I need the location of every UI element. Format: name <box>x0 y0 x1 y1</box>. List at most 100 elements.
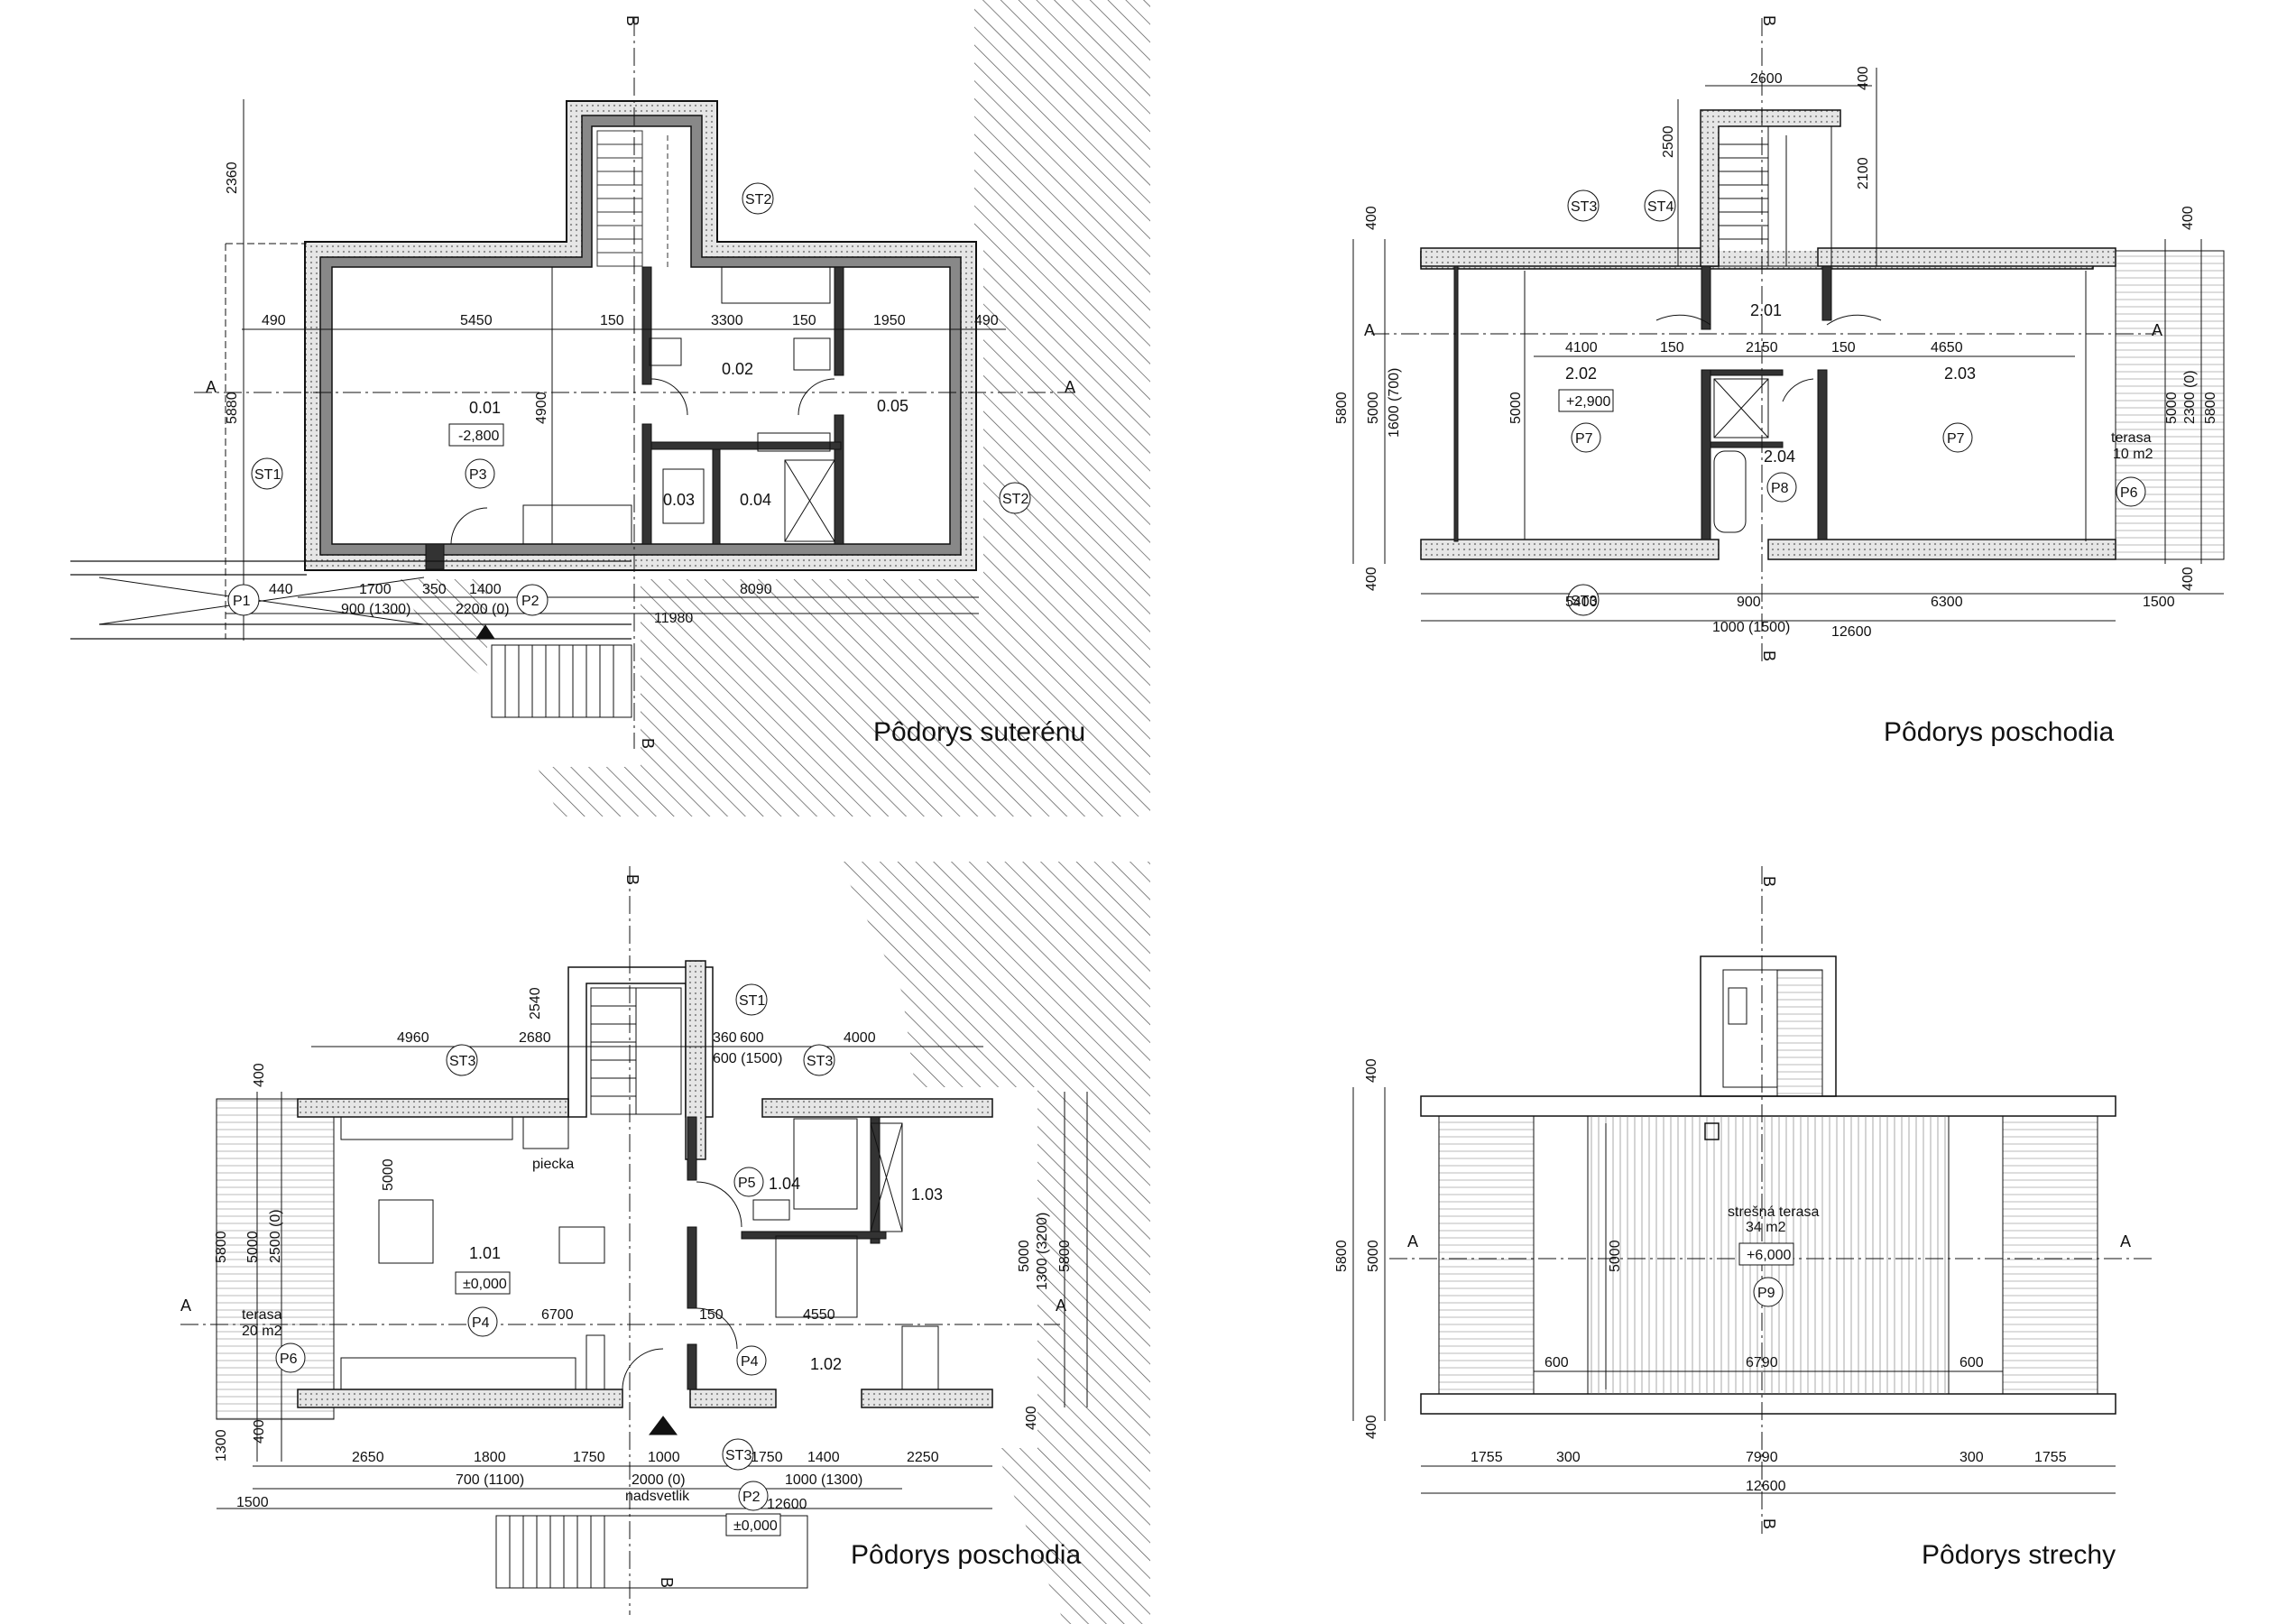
svg-text:B: B <box>1760 1518 1778 1529</box>
svg-text:150: 150 <box>1660 340 1684 355</box>
svg-text:P6: P6 <box>2120 485 2138 501</box>
svg-text:10 m2: 10 m2 <box>2113 447 2153 462</box>
svg-text:A: A <box>180 1296 191 1315</box>
svg-text:20 m2: 20 m2 <box>242 1324 282 1339</box>
svg-text:B: B <box>1760 15 1778 26</box>
svg-text:A: A <box>1407 1232 1418 1250</box>
svg-text:5000: 5000 <box>2164 392 2180 424</box>
roof-plan <box>1352 866 2156 1534</box>
svg-text:1500: 1500 <box>236 1495 269 1510</box>
wall-tag: ST1 <box>254 467 281 483</box>
room-level: -2,800 <box>458 429 499 444</box>
room-number: 0.04 <box>740 491 771 509</box>
svg-text:300: 300 <box>1959 1450 1984 1465</box>
room-number: 0.05 <box>877 397 908 415</box>
svg-text:2250: 2250 <box>907 1450 939 1465</box>
svg-text:12600: 12600 <box>1746 1479 1786 1494</box>
svg-text:400: 400 <box>252 1419 267 1444</box>
svg-text:4900: 4900 <box>534 392 549 424</box>
svg-text:400: 400 <box>1856 66 1871 90</box>
svg-text:ST3: ST3 <box>725 1448 752 1463</box>
svg-text:4000: 4000 <box>844 1030 876 1046</box>
svg-text:5450: 5450 <box>460 313 493 328</box>
svg-text:2200 (0): 2200 (0) <box>456 602 510 617</box>
svg-text:12600: 12600 <box>767 1497 807 1512</box>
svg-text:1.03: 1.03 <box>911 1186 943 1204</box>
svg-text:600: 600 <box>1544 1355 1569 1370</box>
svg-text:400: 400 <box>1364 206 1379 230</box>
svg-text:terasa: terasa <box>242 1307 282 1323</box>
upper-floor-plan-title: Pôdorys poschodia <box>1884 717 2115 747</box>
svg-text:2000 (0): 2000 (0) <box>632 1472 686 1488</box>
svg-text:1700: 1700 <box>359 582 392 597</box>
svg-text:400: 400 <box>1364 567 1379 591</box>
svg-text:5800: 5800 <box>2203 392 2218 424</box>
svg-text:1000 (1300): 1000 (1300) <box>785 1472 862 1488</box>
svg-text:900: 900 <box>1737 595 1761 610</box>
svg-text:150: 150 <box>699 1307 724 1323</box>
svg-text:8090: 8090 <box>740 582 772 597</box>
svg-text:A: A <box>1065 378 1075 396</box>
svg-text:150: 150 <box>792 313 816 328</box>
room-number: 0.02 <box>722 360 753 378</box>
svg-text:7990: 7990 <box>1746 1450 1778 1465</box>
svg-text:P7: P7 <box>1575 431 1593 447</box>
svg-text:P4: P4 <box>741 1354 759 1370</box>
svg-text:5000: 5000 <box>1366 392 1381 424</box>
svg-text:6790: 6790 <box>1746 1355 1778 1370</box>
svg-text:nadsvetlik: nadsvetlik <box>625 1489 690 1504</box>
svg-text:1750: 1750 <box>573 1450 605 1465</box>
svg-text:A: A <box>2152 321 2162 339</box>
svg-text:B: B <box>1760 651 1778 661</box>
svg-text:ST3: ST3 <box>449 1054 475 1069</box>
wall-tag: ST2 <box>745 192 771 208</box>
svg-text:P2: P2 <box>742 1490 761 1505</box>
room-number: 0.03 <box>663 491 695 509</box>
ground-text: piecka 1.01 ±0,000 P4 1.02 P4 1.03 1.04 … <box>180 874 1073 1588</box>
svg-text:2.04: 2.04 <box>1764 448 1795 466</box>
svg-text:2.01: 2.01 <box>1750 301 1782 319</box>
svg-text:+2,900: +2,900 <box>1566 394 1610 410</box>
svg-text:1.04: 1.04 <box>769 1175 800 1193</box>
svg-text:360: 360 <box>713 1030 737 1046</box>
svg-text:440: 440 <box>269 582 293 597</box>
svg-text:ST3: ST3 <box>1571 199 1597 215</box>
svg-text:5800: 5800 <box>1057 1240 1073 1272</box>
svg-text:4650: 4650 <box>1931 340 1963 355</box>
svg-text:1.01: 1.01 <box>469 1244 501 1262</box>
svg-text:A: A <box>2120 1232 2131 1250</box>
svg-text:600 (1500): 600 (1500) <box>713 1051 782 1066</box>
svg-text:piecka: piecka <box>532 1157 574 1172</box>
svg-text:1400: 1400 <box>469 582 502 597</box>
svg-text:400: 400 <box>2181 567 2196 591</box>
room-number: 0.01 <box>469 399 501 417</box>
svg-text:400: 400 <box>1364 1058 1379 1083</box>
svg-text:1300: 1300 <box>214 1429 229 1462</box>
roof-text: strešná terasa 34 m2 +6,000 P9 1755 300 … <box>1334 876 2131 1529</box>
svg-text:4550: 4550 <box>803 1307 835 1323</box>
svg-text:A: A <box>1056 1296 1066 1315</box>
svg-text:700 (1100): 700 (1100) <box>456 1472 524 1488</box>
svg-text:11980: 11980 <box>654 611 693 626</box>
svg-text:3300: 3300 <box>711 313 743 328</box>
svg-text:2680: 2680 <box>519 1030 551 1046</box>
floor-tag: P3 <box>469 467 487 483</box>
svg-text:ST3: ST3 <box>1571 594 1597 609</box>
svg-text:1000 (1500): 1000 (1500) <box>1712 620 1790 635</box>
svg-text:5800: 5800 <box>214 1231 229 1263</box>
svg-text:1300 (3200): 1300 (3200) <box>1035 1213 1050 1290</box>
svg-text:300: 300 <box>1556 1450 1581 1465</box>
svg-text:4100: 4100 <box>1565 340 1598 355</box>
svg-text:5000: 5000 <box>1608 1240 1623 1272</box>
svg-text:B: B <box>658 1577 676 1588</box>
svg-text:1600 (700): 1600 (700) <box>1387 368 1402 438</box>
svg-text:2150: 2150 <box>1746 340 1778 355</box>
svg-text:400: 400 <box>1364 1415 1379 1439</box>
basement-plan-title: Pôdorys suterénu <box>873 717 1086 747</box>
svg-text:±0,000: ±0,000 <box>733 1518 778 1534</box>
svg-text:2360: 2360 <box>225 161 240 194</box>
svg-text:2600: 2600 <box>1750 71 1783 87</box>
svg-text:5400: 5400 <box>1565 595 1598 610</box>
svg-text:5000: 5000 <box>1017 1240 1032 1272</box>
